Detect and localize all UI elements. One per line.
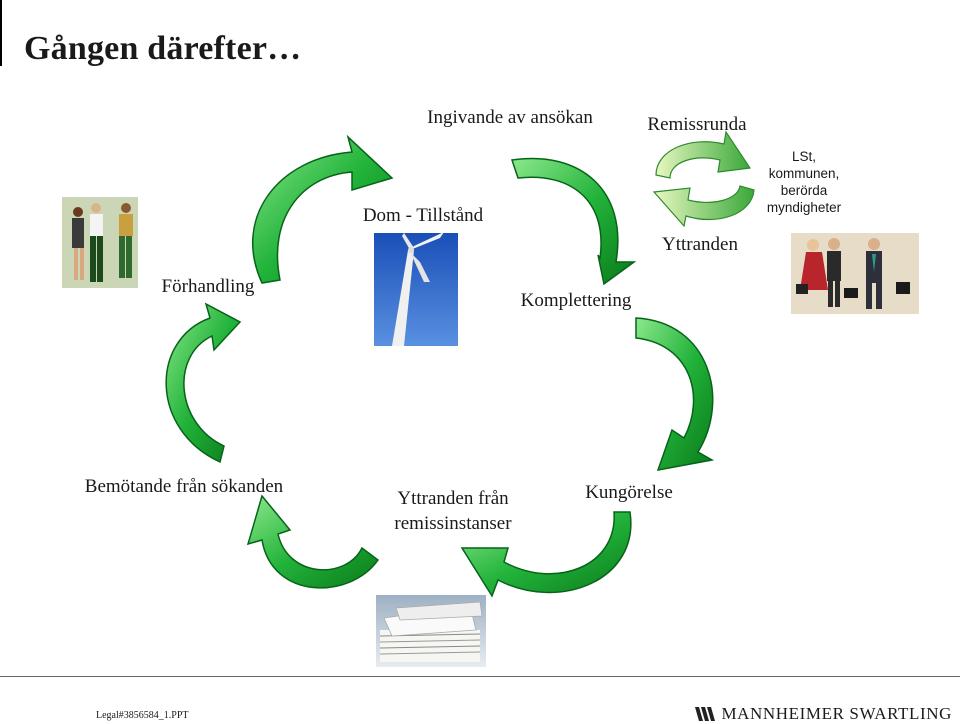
label-komplettering: Komplettering bbox=[520, 290, 632, 311]
label-kungorelse: Kungörelse bbox=[585, 482, 673, 503]
footer-rule bbox=[0, 676, 960, 677]
arrow-forhandling-to-dom bbox=[251, 134, 394, 284]
paper-stack-picture bbox=[376, 595, 486, 667]
business-people-picture bbox=[791, 233, 919, 314]
label-yttranden: Yttranden bbox=[662, 234, 738, 255]
label-dom-tillstand: Dom - Tillstånd bbox=[362, 205, 484, 226]
arrow-ingivande-to-komplettering bbox=[511, 157, 637, 286]
label-ingivande: Ingivande av ansökan bbox=[427, 107, 593, 128]
arrow-bemotande-to-forhandling bbox=[165, 302, 242, 464]
meeting-people-picture bbox=[62, 197, 138, 288]
label-lst: LSt, kommunen, berörda myndigheter bbox=[766, 149, 842, 215]
remissrunda-cycle-arrows bbox=[652, 130, 755, 228]
arrow-yttranden-to-bemotande bbox=[246, 494, 380, 589]
arrow-komplettering-to-kungorelse bbox=[635, 317, 715, 471]
brand-logo-icon bbox=[695, 707, 716, 721]
arrow-kungorelse-to-yttranden bbox=[460, 511, 632, 598]
footer-legal-reference: Legal#3856584_1.PPT bbox=[96, 710, 189, 721]
footer-brand: MANNHEIMER SWARTLING bbox=[695, 704, 952, 724]
label-forhandling: Förhandling bbox=[161, 276, 255, 297]
label-bemotande: Bemötande från sökanden bbox=[84, 476, 284, 497]
brand-name: MANNHEIMER SWARTLING bbox=[721, 704, 952, 723]
slide-title: Gången därefter… bbox=[24, 30, 302, 67]
wind-turbine-picture bbox=[374, 232, 458, 346]
label-yttranden-remissinstanser: Yttranden från remissinstanser bbox=[394, 488, 512, 534]
corner-rule bbox=[0, 0, 2, 66]
label-remissrunda: Remissrunda bbox=[647, 114, 747, 135]
